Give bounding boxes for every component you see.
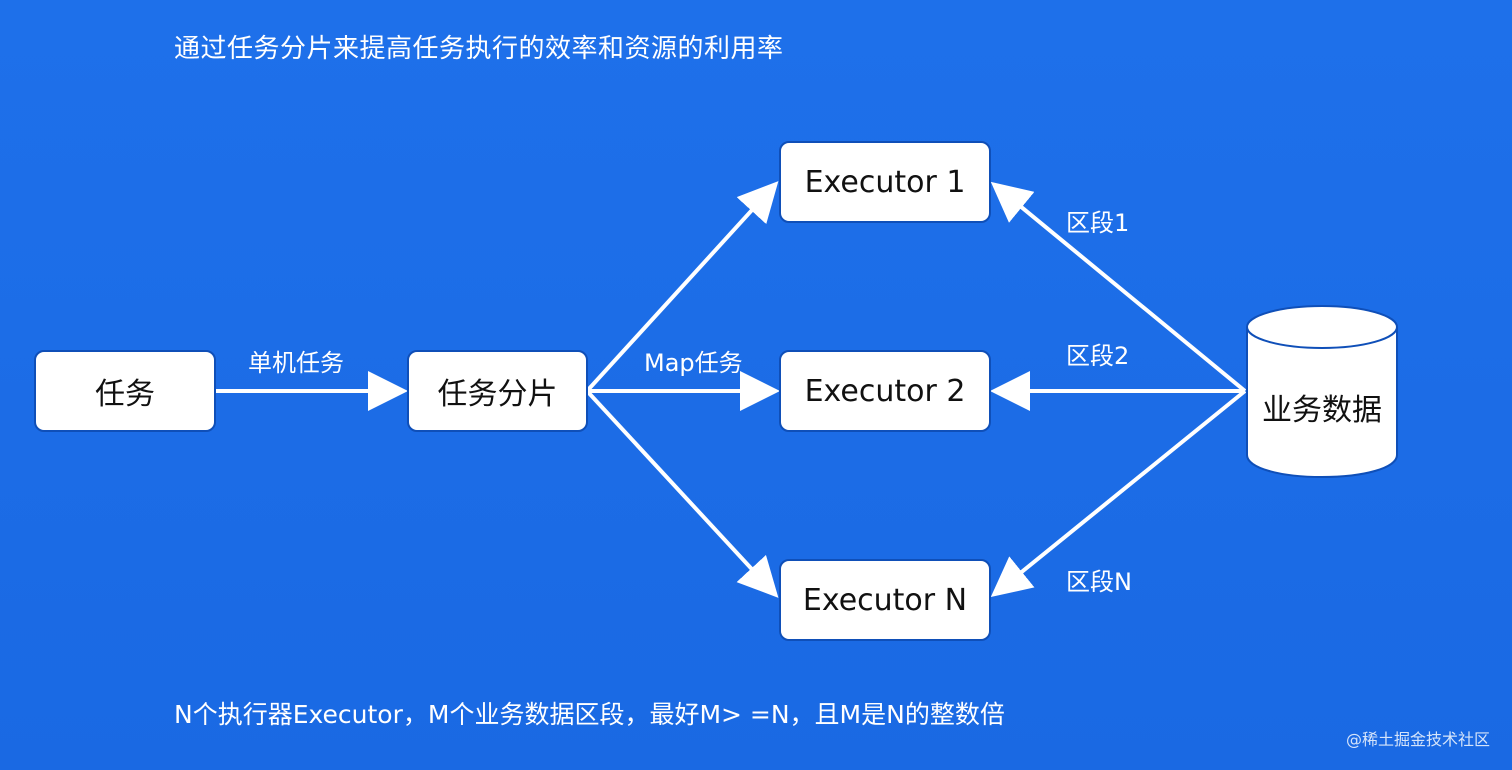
single-machine-task-label: 单机任务	[248, 349, 344, 377]
segment-1-label: 区段1	[1066, 209, 1130, 237]
task-node: 任务	[34, 350, 216, 432]
footer-note: N个执行器Executor，M个业务数据区段，最好M> =N，且M是N的整数倍	[174, 700, 1005, 729]
database-cylinder-icon	[1246, 305, 1398, 479]
task-shard-node-label: 任务分片	[437, 377, 558, 412]
segment-2-label: 区段2	[1066, 342, 1130, 370]
executor-1-label: Executor 1	[804, 164, 966, 200]
executor-2-label: Executor 2	[804, 373, 966, 409]
watermark: @稀土掘金技术社区	[1345, 730, 1490, 749]
executor-1-node: Executor 1	[779, 141, 991, 223]
business-data-label: 业务数据	[1262, 393, 1382, 428]
executor-2-node: Executor 2	[779, 350, 991, 432]
business-data-node: 业务数据	[1246, 305, 1398, 479]
executor-n-label: Executor N	[802, 582, 968, 618]
task-node-label: 任务	[95, 377, 155, 412]
arrow-shard-to-executor-n	[585, 389, 779, 598]
segment-n-label: 区段N	[1066, 568, 1132, 596]
map-task-label: Map任务	[644, 349, 743, 377]
task-shard-node: 任务分片	[407, 350, 588, 432]
diagram-title: 通过任务分片来提高任务执行的效率和资源的利用率	[174, 34, 784, 64]
executor-n-node: Executor N	[779, 559, 991, 641]
